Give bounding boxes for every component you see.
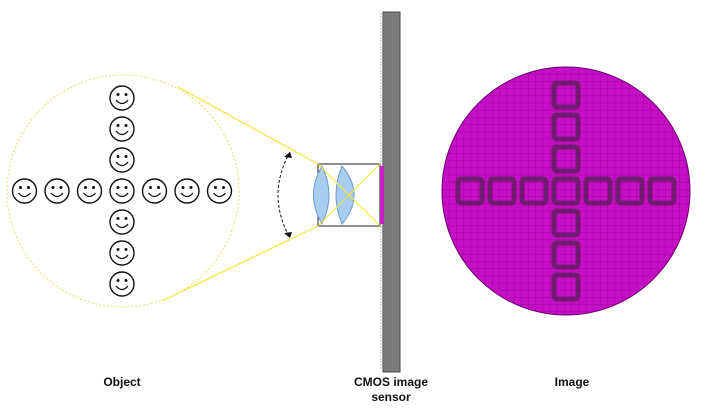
pixelated-face-block: [455, 176, 485, 206]
smiley-face-icon: [174, 178, 200, 204]
pixelated-face-block: [551, 176, 581, 206]
smiley-face-icon: [109, 240, 135, 266]
smiley-face-icon: [206, 178, 233, 204]
rear-lens-element: [335, 165, 355, 225]
object-field-circle: [6, 74, 240, 308]
lower-outer-ray: [161, 225, 319, 302]
pixelated-face-block: [551, 272, 581, 302]
pixelated-face-block: [519, 176, 549, 206]
smiley-face-icon: [141, 178, 168, 204]
sensor-label-line1: CMOS image: [354, 375, 428, 389]
fov-arrow-up-icon: [284, 152, 292, 158]
pixelated-face-block: [551, 144, 581, 174]
sensor-label-line2: sensor: [371, 390, 411, 404]
image-disk-fill: [442, 67, 690, 315]
lens-cross-ray-up: [317, 163, 381, 227]
smiley-face-icon: [109, 116, 135, 142]
smiley-face-icon: [44, 178, 70, 204]
object-label: Object: [103, 375, 140, 389]
smiley-face-icon: [109, 147, 135, 173]
pixelated-face-block: [615, 176, 645, 206]
smiley-face-icon: [109, 271, 135, 297]
active-pixel-strip: [380, 166, 384, 224]
sensor-image-disk: [442, 67, 690, 315]
smiley-face-icon: [109, 85, 135, 111]
pixelated-face-block: [551, 80, 581, 110]
fov-arrow-down-icon: [284, 232, 292, 238]
field-of-view-arc: [277, 151, 291, 239]
light-rays-through-lens: [317, 163, 381, 227]
image-label: Image: [555, 375, 590, 389]
cmos-sensor-body: [382, 11, 401, 373]
image-disk-outline: [441, 66, 691, 316]
smiley-face-icon: [76, 178, 103, 204]
pixelated-face-block: [551, 240, 581, 270]
smiley-face-icon: [109, 209, 135, 235]
smiley-face-icon: [109, 178, 135, 204]
object-smiley-cross: [11, 85, 233, 297]
pixelated-face-block: [647, 176, 677, 206]
front-lens-element: [313, 164, 330, 226]
upper-outer-ray: [177, 86, 319, 165]
smiley-face-icon: [11, 178, 38, 204]
